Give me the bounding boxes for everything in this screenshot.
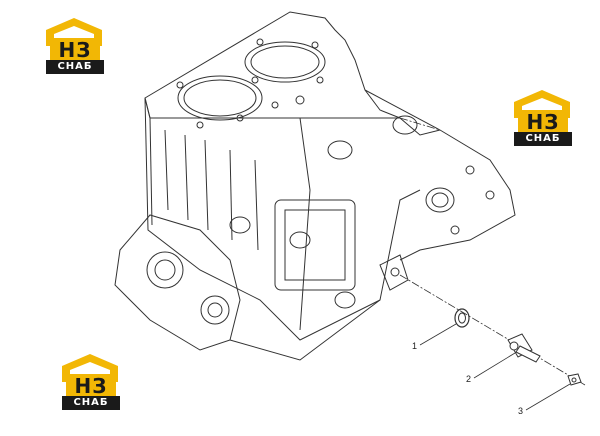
logo-brand-top: НЗ bbox=[74, 374, 108, 398]
logo-brand-top: НЗ bbox=[58, 38, 92, 62]
brand-logo-top-left: НЗ СНАБ bbox=[44, 16, 106, 76]
callout-2: 2 bbox=[466, 374, 472, 384]
logo-brand-bottom: СНАБ bbox=[46, 60, 104, 74]
part-1-seal-ring bbox=[454, 308, 470, 328]
part-3-fitting bbox=[567, 373, 582, 386]
logo-brand-bottom: СНАБ bbox=[62, 396, 120, 410]
brand-logo-bottom-left: НЗ СНАБ bbox=[60, 352, 122, 412]
callout-3: 3 bbox=[518, 406, 524, 416]
logo-brand-top: НЗ bbox=[526, 110, 560, 134]
part-2-sensor bbox=[507, 333, 541, 363]
callout-1: 1 bbox=[412, 341, 418, 351]
brand-logo-right: НЗ СНАБ bbox=[512, 88, 574, 148]
logo-brand-bottom: СНАБ bbox=[514, 132, 572, 146]
